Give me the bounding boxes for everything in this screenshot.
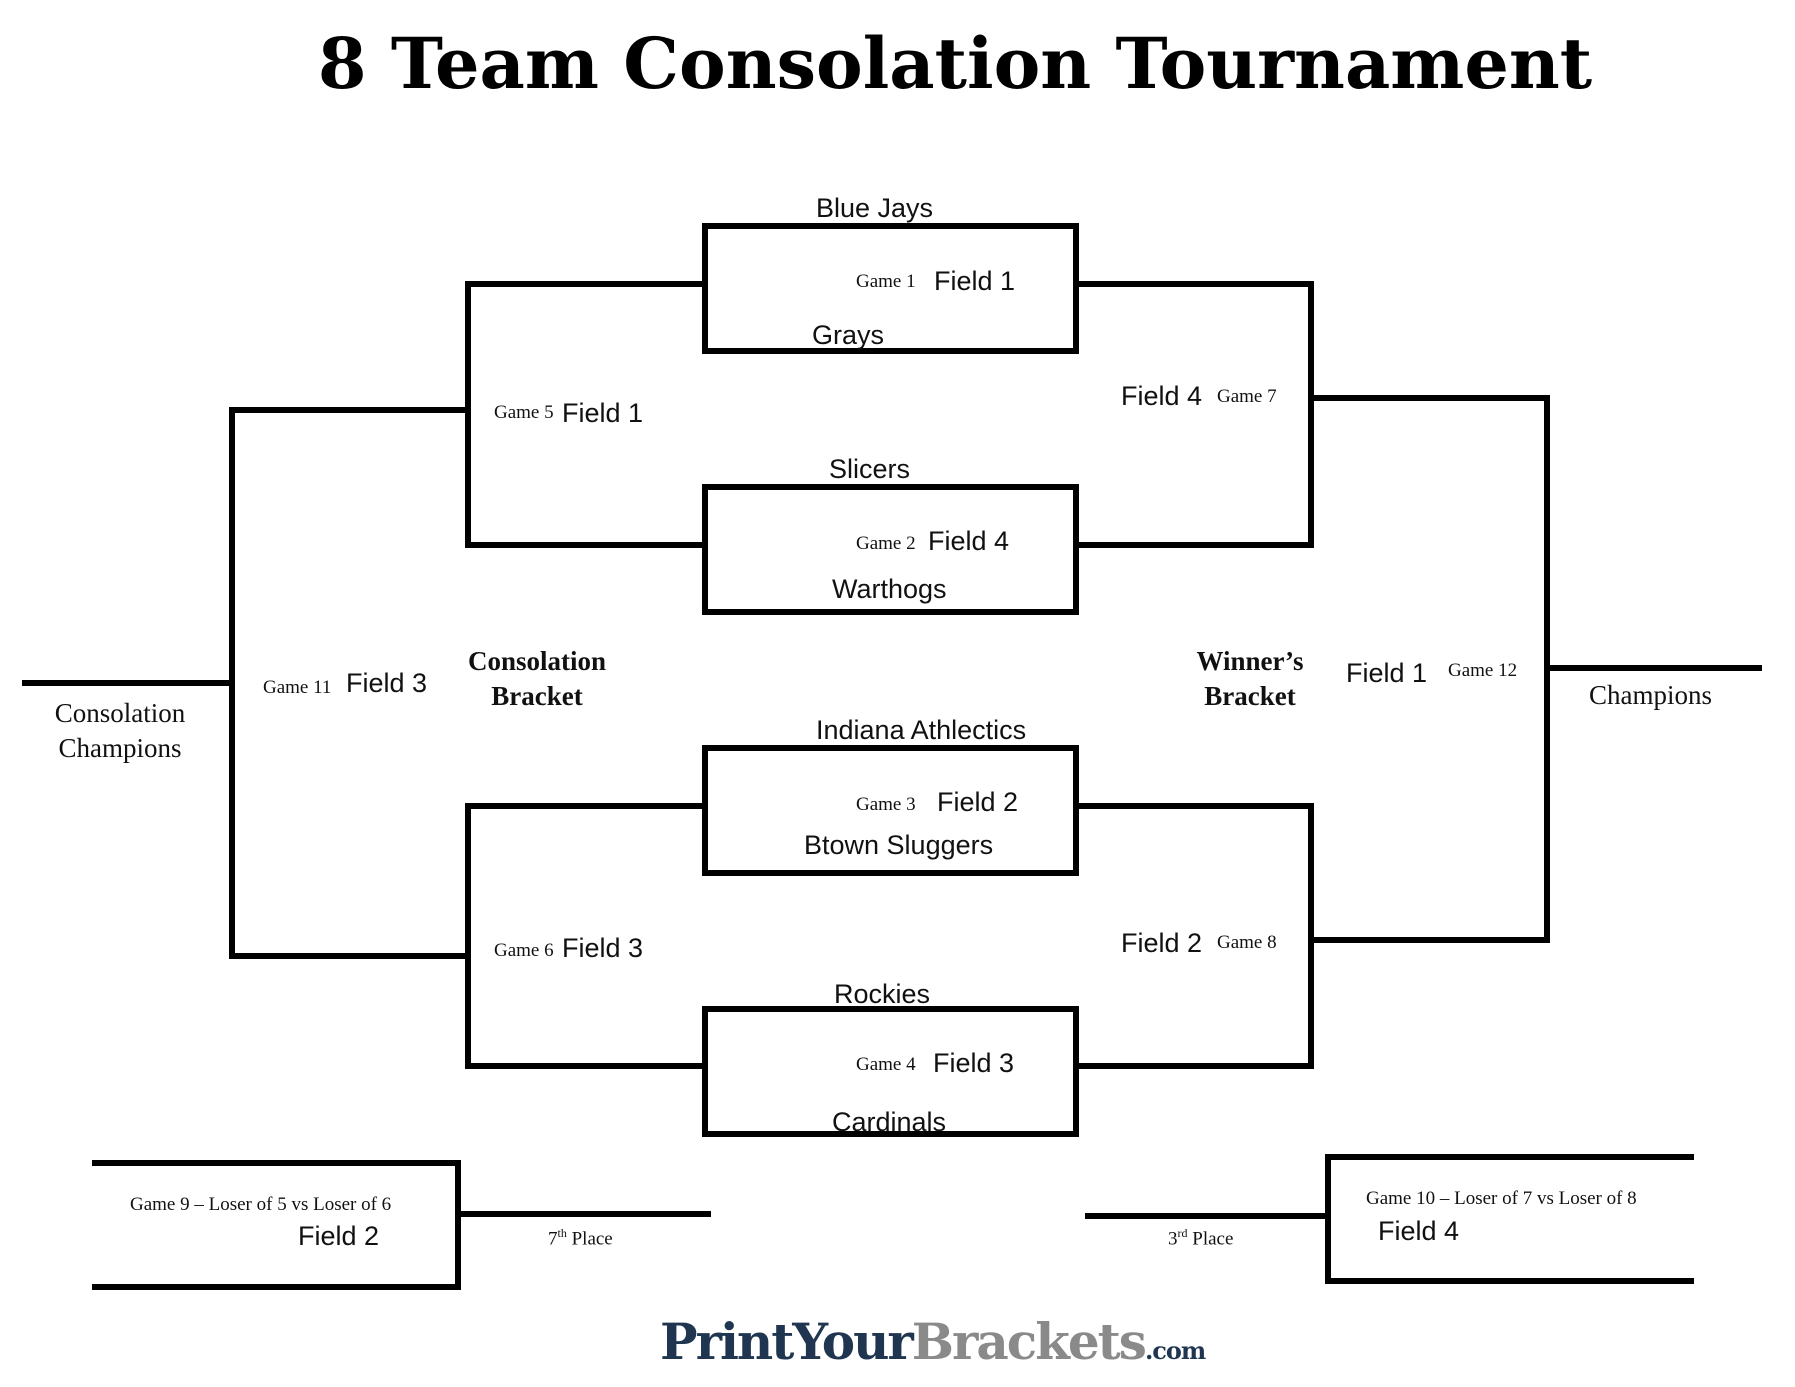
game-label: Game 4 bbox=[856, 1054, 916, 1075]
third-place-label: 3rd Place bbox=[1168, 1226, 1233, 1250]
field-label: Field 3 bbox=[562, 933, 644, 963]
place-word: Place bbox=[1192, 1228, 1234, 1250]
label-line: Winner’s bbox=[1196, 646, 1304, 676]
label-line: Consolation bbox=[54, 698, 186, 728]
game-2-box bbox=[702, 484, 1079, 615]
game-label: Game 11 bbox=[263, 677, 332, 698]
field-label: Field 1 bbox=[1346, 658, 1428, 688]
label-line: Bracket bbox=[491, 681, 583, 711]
field-label: Field 3 bbox=[933, 1048, 1015, 1078]
game-9-box bbox=[92, 1160, 461, 1290]
game-5-bracket bbox=[465, 281, 705, 548]
field-label: Field 3 bbox=[346, 668, 428, 698]
game-label: Game 9 – Loser of 5 vs Loser of 6 bbox=[130, 1194, 392, 1215]
team-name: Rockies bbox=[834, 979, 931, 1009]
game-4-box bbox=[702, 1006, 1079, 1137]
field-label: Field 2 bbox=[1121, 928, 1203, 958]
field-label: Field 4 bbox=[928, 526, 1010, 556]
game-label: Game 1 bbox=[856, 271, 916, 292]
logo-part-2: Brackets bbox=[911, 1312, 1147, 1371]
page-title: 8 Team Consolation Tournament bbox=[317, 22, 1593, 105]
seventh-place-label: 7th Place bbox=[548, 1226, 613, 1250]
game-label: Game 3 bbox=[856, 794, 916, 815]
team-name: Blue Jays bbox=[816, 193, 934, 223]
field-label: Field 2 bbox=[937, 787, 1019, 817]
team-name: Warthogs bbox=[832, 574, 947, 604]
place-suffix: rd bbox=[1177, 1226, 1188, 1240]
field-label: Field 2 bbox=[298, 1221, 380, 1251]
game-label: Game 12 bbox=[1448, 660, 1518, 681]
game-label: Game 8 bbox=[1217, 932, 1277, 953]
game-label: Game 10 – Loser of 7 vs Loser of 8 bbox=[1366, 1188, 1637, 1209]
label-line: Bracket bbox=[1204, 681, 1296, 711]
field-label: Field 4 bbox=[1121, 381, 1203, 411]
team-name: Indiana Athlectics bbox=[816, 715, 1027, 745]
consolation-bracket-label: Consolation Bracket bbox=[462, 646, 612, 712]
game-label: Game 7 bbox=[1217, 386, 1277, 407]
logo-part-3: .com bbox=[1144, 1336, 1206, 1365]
consolation-champions-label: Consolation Champions bbox=[40, 698, 200, 764]
team-name: Grays bbox=[812, 320, 885, 350]
field-label: Field 1 bbox=[562, 398, 644, 428]
game-6-bracket bbox=[465, 803, 705, 1069]
place-number: 7 bbox=[548, 1228, 558, 1250]
game-1-box bbox=[702, 223, 1079, 354]
game-7-bracket bbox=[1076, 281, 1314, 548]
game-label: Game 2 bbox=[856, 533, 916, 554]
place-word: Place bbox=[571, 1228, 613, 1250]
game-label: Game 5 bbox=[494, 402, 554, 423]
label-line: Champions bbox=[58, 733, 182, 763]
champions-label: Champions bbox=[1589, 680, 1713, 710]
field-label: Field 1 bbox=[934, 266, 1016, 296]
place-suffix: th bbox=[557, 1226, 567, 1240]
game-label: Game 6 bbox=[494, 940, 554, 961]
game-3-box bbox=[702, 745, 1079, 876]
place-number: 3 bbox=[1168, 1228, 1178, 1250]
site-logo: PrintYourBrackets.com bbox=[660, 1312, 1206, 1371]
field-label: Field 4 bbox=[1378, 1216, 1460, 1246]
label-line: Consolation bbox=[467, 646, 607, 676]
winners-bracket-label: Winner’s Bracket bbox=[1175, 646, 1325, 712]
team-name: Cardinals bbox=[832, 1107, 947, 1137]
logo-part-1: PrintYour bbox=[660, 1312, 914, 1371]
game-8-bracket bbox=[1076, 803, 1314, 1069]
team-name: Btown Sluggers bbox=[804, 830, 994, 860]
team-name: Slicers bbox=[829, 454, 911, 484]
